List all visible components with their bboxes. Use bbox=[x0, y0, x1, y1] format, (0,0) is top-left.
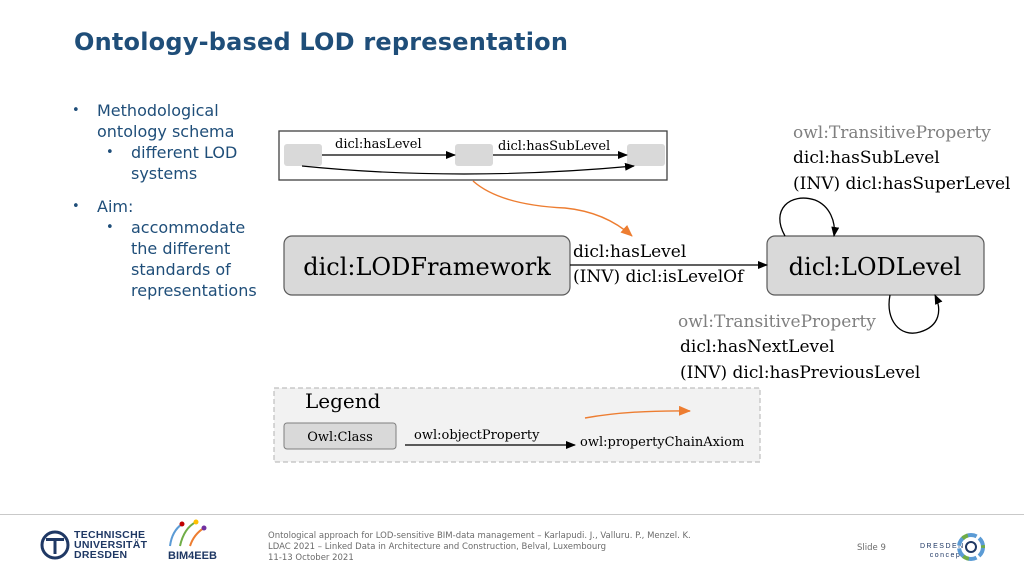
class-lodframework-label: dicl:LODFramework bbox=[303, 253, 551, 281]
edge-label-islevelof: (INV) dicl:isLevelOf bbox=[573, 267, 745, 287]
loop-bottom-line2: dicl:hasNextLevel bbox=[680, 337, 835, 357]
loop-bottom-line3: (INV) dicl:hasPreviousLevel bbox=[680, 363, 920, 383]
dresden-concept-logo-icon bbox=[957, 533, 985, 561]
footer-divider bbox=[0, 514, 1024, 515]
loop-top-line1: owl:TransitiveProperty bbox=[793, 123, 991, 143]
tud-wordmark: TECHNISCHE UNIVERSITÄT DRESDEN bbox=[74, 529, 148, 561]
chain-label-2: dicl:hasSubLevel bbox=[498, 139, 610, 154]
legend-class-label: Owl:Class bbox=[307, 430, 373, 445]
bullet-item: •Aim: bbox=[72, 197, 134, 216]
chain-node-1 bbox=[284, 144, 322, 166]
slide-number: Slide 9 bbox=[857, 543, 886, 553]
self-loop-top bbox=[779, 197, 840, 237]
legend-class-swatch bbox=[283, 422, 397, 450]
chain-label-1: dicl:hasLevel bbox=[335, 137, 422, 152]
ontology-diagram: dicl:hasLevel dicl:hasSubLevel dicl:LODF… bbox=[273, 123, 1010, 463]
bullet-item: •Methodological ontology schema bbox=[72, 101, 235, 141]
bullet-dot: • bbox=[106, 145, 114, 160]
bullet-dot: • bbox=[72, 103, 80, 118]
bim4eeb-logo-icon bbox=[169, 519, 207, 547]
sub-bullet-item: •different LOD systems bbox=[106, 143, 238, 183]
footer-citation: Ontological approach for LOD-sensitive B… bbox=[268, 531, 691, 563]
tud-logo-icon bbox=[40, 530, 70, 560]
legend-chain-label: owl:propertyChainAxiom bbox=[580, 435, 744, 450]
loop-top-line3: (INV) dicl:hasSuperLevel bbox=[793, 174, 1010, 194]
self-loop-bottom bbox=[888, 294, 943, 334]
legend-title: Legend bbox=[305, 389, 381, 413]
chain-node-2 bbox=[455, 144, 493, 166]
chain-node-3 bbox=[627, 144, 665, 166]
legend-objprop-label: owl:objectProperty bbox=[414, 428, 540, 443]
chain-axiom-arrow bbox=[472, 180, 633, 237]
slide-title: Ontology-based LOD representation bbox=[74, 28, 569, 56]
loop-bottom-line1: owl:TransitiveProperty bbox=[678, 312, 876, 332]
edge-label-haslevel: dicl:hasLevel bbox=[573, 242, 686, 262]
bim4eeb-wordmark: BIM4EEB bbox=[168, 550, 217, 562]
dresden-concept-wordmark: DRESDEN concept bbox=[920, 543, 965, 559]
class-lodlevel-label: dicl:LODLevel bbox=[789, 253, 962, 281]
loop-top-line2: dicl:hasSubLevel bbox=[793, 148, 940, 168]
chain-edge-long bbox=[301, 162, 635, 175]
bullet-dot: • bbox=[72, 199, 80, 214]
sub-bullet-item: •accommodate the different standards of … bbox=[106, 218, 257, 300]
bullet-list: •Methodological ontology schema •differe… bbox=[72, 100, 272, 301]
bullet-dot: • bbox=[106, 220, 114, 235]
legend-chain-arrow bbox=[584, 405, 691, 419]
legend-box bbox=[273, 387, 761, 463]
